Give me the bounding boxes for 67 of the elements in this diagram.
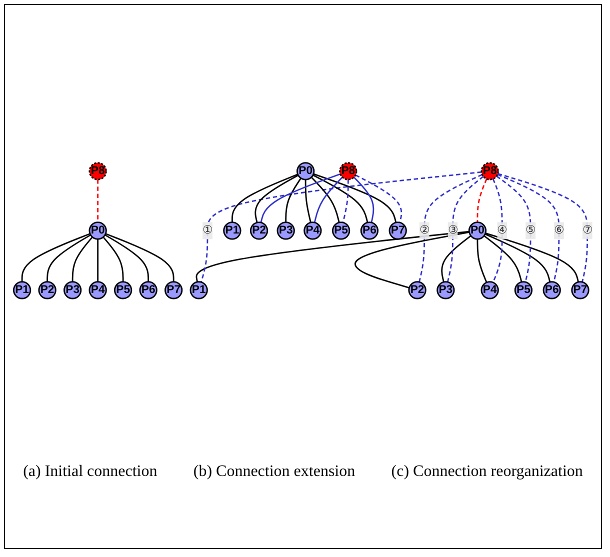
connector: [72, 236, 93, 282]
connector: [97, 239, 99, 282]
node-circle: P5: [514, 281, 533, 300]
edge-label: ⑤: [526, 224, 536, 237]
node-circle: P6: [139, 281, 158, 300]
connector: [446, 176, 484, 282]
edge-label: ③: [448, 224, 458, 237]
node-circle: P4: [480, 281, 499, 300]
connector: [313, 174, 397, 224]
node-circle: P8: [339, 162, 358, 181]
connector: [231, 174, 298, 223]
caption: (a) Initial connection: [23, 463, 158, 481]
node-circle: P8: [480, 162, 499, 181]
edge-label: ⑥: [554, 224, 564, 237]
connector: [46, 234, 91, 282]
node-circle: P5: [114, 281, 132, 300]
connector: [484, 234, 551, 282]
node-circle: P6: [360, 222, 379, 240]
connector: [312, 174, 368, 224]
node-circle: P3: [63, 281, 82, 300]
connector: [285, 178, 302, 223]
node-circle: P8: [88, 162, 107, 181]
edge-label: ⑦: [582, 224, 592, 237]
connector: [418, 174, 482, 282]
connector: [104, 234, 150, 282]
edge-label: ②: [419, 224, 430, 237]
node-circle: P2: [250, 222, 268, 240]
connector: [260, 174, 341, 224]
connector: [342, 180, 349, 224]
node-circle: P7: [164, 281, 183, 300]
connector: [105, 233, 174, 282]
node-circle: P4: [88, 281, 107, 300]
connector: [354, 232, 470, 289]
node-circle: P7: [388, 222, 407, 240]
node-circle: P0: [296, 162, 315, 181]
node-circle: P7: [571, 281, 590, 300]
connector: [476, 178, 488, 223]
edge-label: ④: [497, 224, 508, 237]
connector: [497, 174, 560, 282]
edge-label: ①: [202, 224, 212, 237]
caption: (c) Connection reorganization: [391, 463, 583, 481]
node-circle: P0: [468, 222, 487, 240]
node-circle: P4: [304, 222, 322, 240]
connector: [21, 233, 90, 282]
connector: [496, 176, 532, 282]
connector: [484, 236, 522, 282]
connector: [196, 231, 470, 282]
node-circle: P0: [88, 222, 107, 240]
caption: (b) Connection extension: [193, 463, 356, 481]
node-circle: P1: [12, 281, 32, 300]
connector: [102, 236, 124, 282]
node-circle: P5: [332, 222, 350, 240]
connector: [200, 172, 482, 283]
node-circle: P1: [223, 222, 242, 240]
node-circle: P3: [276, 222, 295, 240]
node-circle: P2: [38, 281, 56, 300]
connector: [485, 232, 579, 282]
connector: [441, 236, 472, 282]
connector: [476, 239, 488, 284]
connector: [353, 177, 374, 224]
connector: [304, 180, 312, 224]
node-circle: P2: [408, 281, 426, 300]
node-circle: P6: [542, 281, 561, 300]
node-circle: P3: [436, 281, 455, 300]
connector: [498, 173, 588, 282]
node-circle: P1: [190, 281, 208, 300]
connector: [254, 174, 299, 224]
